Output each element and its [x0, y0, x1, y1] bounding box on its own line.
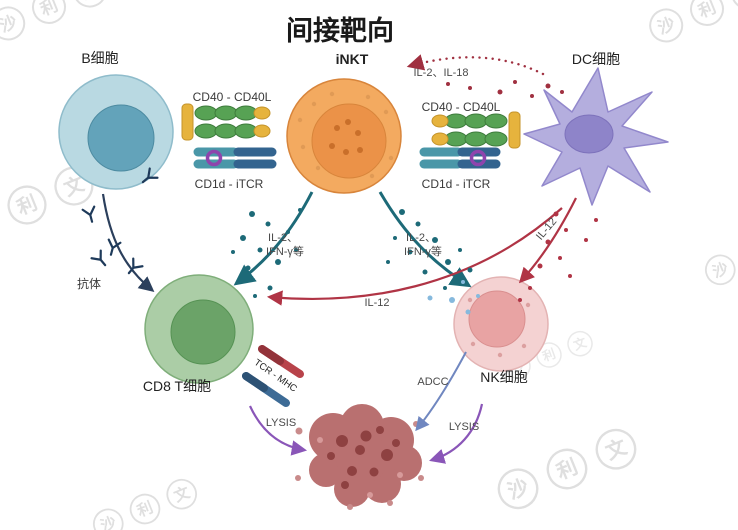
- lysis-right-label: LYSIS: [449, 421, 479, 433]
- nk-cell: [453, 276, 549, 372]
- il12-dc-nk-label: IL-12: [534, 216, 559, 243]
- dc-cell-label: DC细胞: [572, 51, 620, 67]
- cd40-cd40l-right-label: CD40 - CD40L: [422, 100, 501, 114]
- ifng-left-label-line2: IFN-γ等: [266, 244, 304, 258]
- adcc-label: ADCC: [417, 376, 448, 388]
- tcr-mhc-complex: [242, 345, 304, 407]
- cd40-cd40l-complex-left: [181, 103, 271, 141]
- tumor-light-dots: [317, 437, 403, 498]
- arrow-cd8-lysis: [249, 405, 308, 456]
- cd40-cd40l-complex-right: [431, 111, 521, 149]
- tumor-spots: [327, 426, 400, 489]
- cd8-t-cell: [144, 274, 254, 384]
- il12-dc-cd8-label: IL-12: [364, 297, 389, 309]
- antibody-label: 抗体: [77, 276, 101, 291]
- b-cell: [58, 74, 174, 190]
- cytokine-dots-darkred-top: [446, 80, 564, 98]
- inkt-cell: [286, 78, 402, 194]
- arrow-dc-to-nk: [518, 197, 577, 284]
- cytokine-dots-teal-left: [231, 208, 302, 298]
- dc-cell: [523, 67, 669, 206]
- arrow-inkt-to-cd8: [233, 191, 314, 286]
- inkt-cytoplasm-dots: [297, 91, 394, 179]
- nk-cytoplasm-dots: [467, 297, 531, 358]
- cd1d-itcr-complex-right: [419, 147, 501, 169]
- cd40-cd40l-left-label: CD40 - CD40L: [193, 90, 272, 104]
- inkt-cell-label: iNKT: [336, 51, 369, 67]
- antibody-icon: [81, 205, 99, 225]
- arrow-inkt-to-nk: [378, 191, 472, 288]
- il2-left-label-line1: IL-2、: [268, 232, 298, 244]
- nk-cell-label: NK细胞: [480, 369, 527, 385]
- lysis-left-label: LYSIS: [266, 417, 296, 429]
- arrow-nk-lysis: [429, 403, 484, 464]
- cytokine-dots-teal-right: [386, 209, 473, 290]
- arrow-dc-to-inkt: [406, 54, 545, 76]
- cd1d-itcr-left-label: CD1d - iTCR: [195, 177, 264, 191]
- cd8-cell-label: CD8 T细胞: [143, 378, 211, 394]
- tumor-cell: [295, 404, 424, 510]
- ifng-right-label-line2: IFN-γ等: [404, 244, 442, 258]
- cytokine-dots-blue: [427, 280, 480, 315]
- cd1d-itcr-complex-left: [193, 147, 277, 169]
- page-title: 间接靶向: [286, 15, 394, 46]
- antibody-icon: [90, 249, 111, 271]
- il2-il18-label: IL-2、IL-18: [413, 67, 468, 79]
- cytokine-dots-red: [518, 211, 598, 302]
- inkt-granules: [329, 119, 363, 155]
- arrow-b-to-cd8: [101, 193, 155, 292]
- b-cell-label: B细胞: [81, 50, 118, 66]
- cd1d-itcr-right-label: CD1d - iTCR: [422, 177, 491, 191]
- arrow-dc-to-cd8: [266, 207, 563, 306]
- il2-right-label-line1: IL-2、: [406, 232, 436, 244]
- arrow-nk-adcc: [415, 351, 467, 432]
